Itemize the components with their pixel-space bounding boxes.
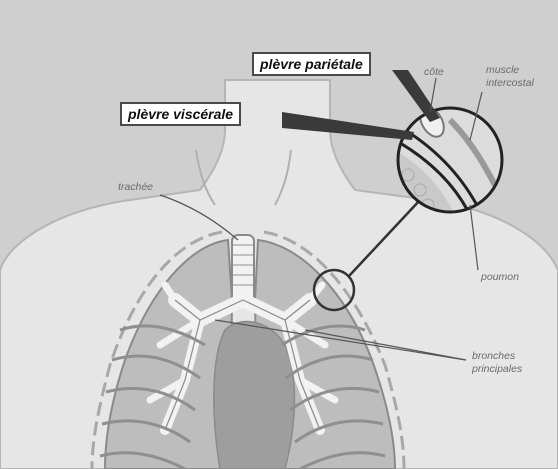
label-plevre-viscerale: plèvre viscérale <box>120 102 241 126</box>
label-poumon: poumon <box>481 271 519 284</box>
label-principales: principales <box>472 363 522 376</box>
label-plevre-parietale: plèvre pariétale <box>252 52 371 76</box>
label-muscle: muscle <box>486 64 519 77</box>
label-intercostal: intercostal <box>486 77 534 90</box>
label-trachee: trachée <box>118 181 153 194</box>
label-bronches: bronches <box>472 350 515 363</box>
label-cote: côte <box>424 66 444 79</box>
